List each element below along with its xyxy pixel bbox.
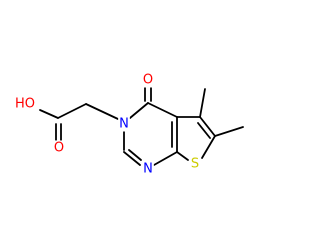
bond-acid-c-ch2 <box>57 103 87 119</box>
bond-c5-methyl <box>199 88 206 118</box>
bond-c5-c6-b <box>197 122 211 139</box>
atom-ring-nitrogen-1: N <box>143 162 153 177</box>
bond-s-c7a <box>176 151 189 161</box>
atom-acid-carbonyl-oxygen: O <box>54 141 64 156</box>
atom-labels: HO O O N N S <box>13 72 201 177</box>
atom-thiophene-sulfur: S <box>191 157 199 172</box>
atom-thiophene-sulfur-background <box>189 156 201 172</box>
bond-n1-c7a <box>153 151 178 166</box>
bond-c5-c6-a <box>199 116 216 137</box>
bond-c6-s <box>201 135 216 159</box>
atom-ring-nitrogen-3-background <box>118 116 130 132</box>
molecule-structure: HO O O N N S <box>13 72 244 177</box>
atom-ring-nitrogen-1-background <box>142 161 154 177</box>
bond-c2-n1-b <box>128 149 142 161</box>
atom-ring-carbonyl-oxygen-background <box>141 72 155 88</box>
atom-acid-carbonyl-oxygen-background <box>52 140 66 156</box>
atom-hydroxyl-oxygen-background <box>13 96 37 112</box>
bond-ch2-n3 <box>85 103 119 120</box>
atom-hydroxyl-oxygen: HO <box>15 97 35 112</box>
bond-c4-c4a <box>147 102 178 118</box>
bond-oh-c <box>39 109 59 119</box>
bond-n3-c4 <box>129 102 149 119</box>
atom-ring-carbonyl-oxygen: O <box>143 73 153 88</box>
bond-c2-n1-a <box>123 151 141 166</box>
bonds <box>39 85 244 166</box>
bond-c6-methyl <box>214 126 244 137</box>
atom-ring-nitrogen-3: N <box>119 117 129 132</box>
